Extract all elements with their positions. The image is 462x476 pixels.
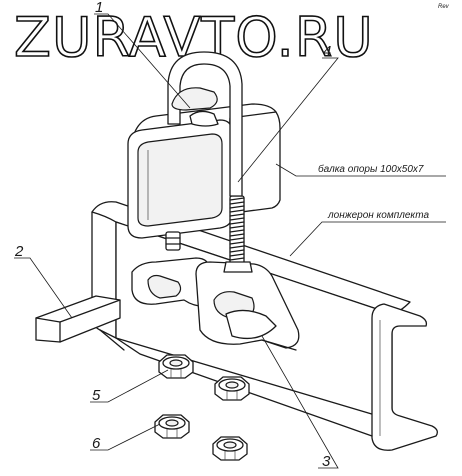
beam-caption: балка опоры 100х50х7 (318, 163, 424, 175)
callout-4: 4 (323, 43, 331, 60)
thread-line (229, 217, 245, 221)
stud-threads (229, 197, 245, 265)
threaded-stud (223, 195, 253, 273)
hex-nuts (154, 354, 250, 461)
thread-line (229, 229, 245, 233)
wedge-bar (35, 295, 121, 343)
thread-line (229, 221, 245, 225)
thread-line (229, 237, 245, 241)
thread-line (229, 249, 245, 253)
hex-nut (212, 436, 248, 461)
callout-5: 5 (92, 387, 101, 404)
thread-line (229, 257, 245, 261)
thread-line (229, 245, 245, 249)
thread-line (229, 209, 245, 213)
hex-nut (154, 414, 190, 439)
thread-line (229, 233, 245, 237)
thread-line (229, 201, 245, 205)
spar-caption: лонжерон комплекта (327, 210, 429, 221)
leader-lines (14, 13, 446, 469)
bracket-clamp (131, 257, 300, 351)
thread-line (229, 213, 245, 217)
watermark-title: ZURAVTO.RU (14, 6, 374, 69)
callout-2: 2 (14, 243, 24, 260)
callout-1: 1 (95, 0, 103, 16)
thread-line (229, 205, 245, 209)
u-bolt (167, 51, 243, 197)
callout-6: 6 (92, 435, 101, 452)
thread-line (229, 241, 245, 245)
thread-line (229, 225, 245, 229)
hex-nut (214, 376, 250, 401)
corner-mark: Rev (438, 4, 450, 10)
callout-3: 3 (322, 453, 331, 470)
rear-stud (165, 231, 181, 251)
hex-nut (158, 354, 194, 379)
thread-line (229, 253, 245, 257)
callout-numbers: 1 4 2 3 5 6 (14, 0, 331, 470)
support-beam (127, 103, 281, 239)
thread-line (229, 197, 245, 201)
